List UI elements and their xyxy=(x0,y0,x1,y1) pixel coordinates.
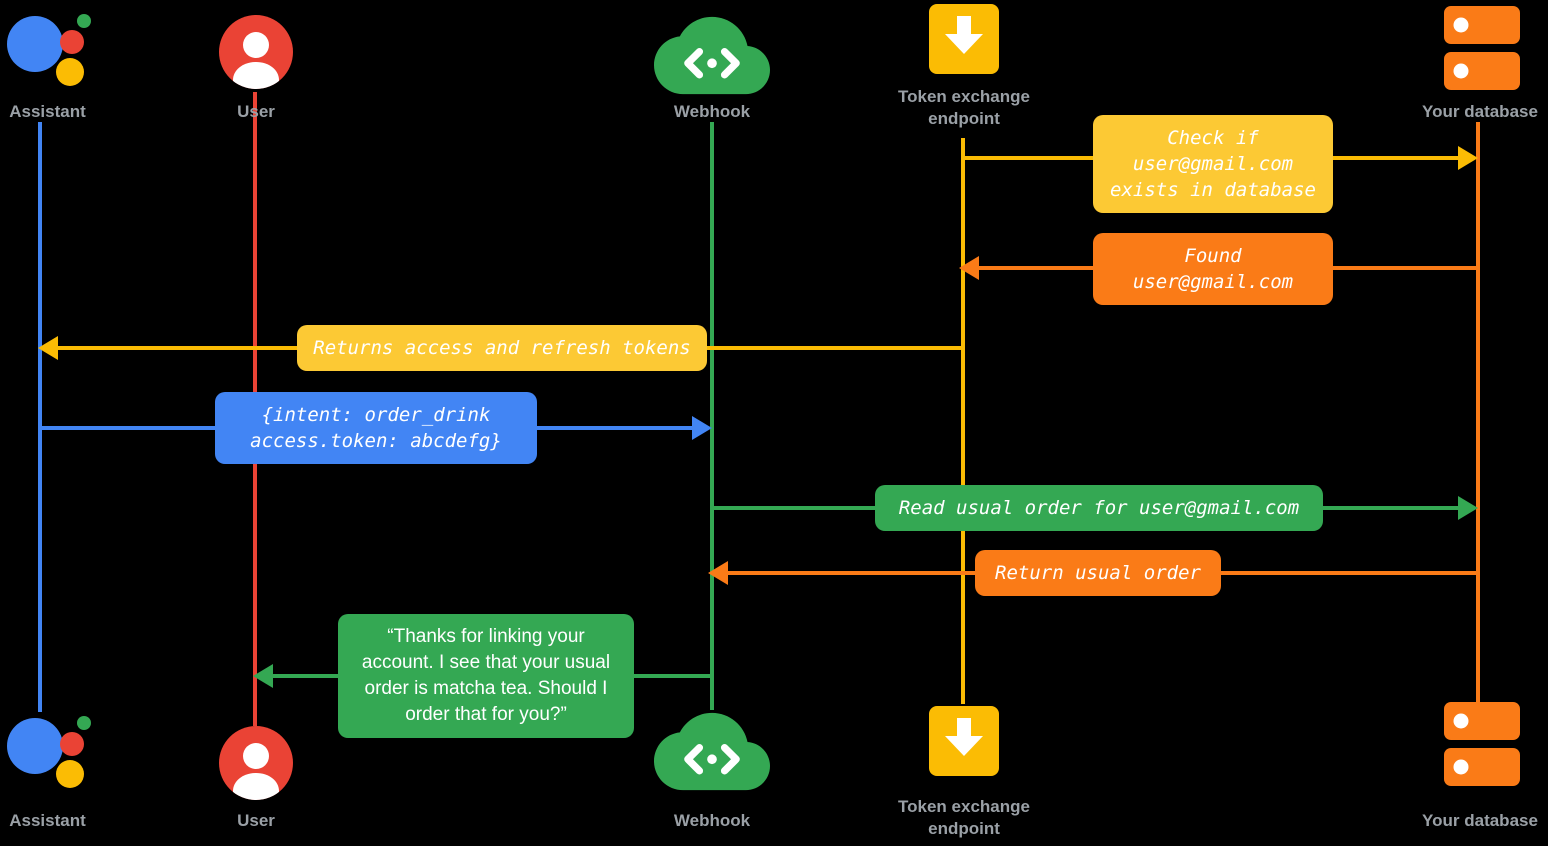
actor-label-token-endpoint: Token exchange endpoint xyxy=(898,797,1030,838)
token-exchange-icon xyxy=(927,2,1001,81)
message-return-order: Return usual order xyxy=(975,550,1221,596)
arrowhead-left-icon xyxy=(38,336,58,360)
arrowhead-left-icon xyxy=(253,664,273,688)
database-lifeline xyxy=(1476,122,1480,706)
arrowhead-left-icon xyxy=(708,561,728,585)
actor-label-webhook: Webhook xyxy=(673,811,751,830)
database-icon xyxy=(1444,702,1520,793)
actor-label-user: User xyxy=(237,811,275,830)
user-icon xyxy=(219,15,293,94)
user-icon xyxy=(219,726,293,805)
message-returns-tokens: Returns access and refresh tokens xyxy=(297,325,707,371)
webhook-cloud-icon xyxy=(654,12,770,104)
token-endpoint-lifeline xyxy=(961,138,965,704)
webhook-cloud-icon xyxy=(654,708,770,800)
actor-label-database: Your database xyxy=(1422,102,1538,121)
message-intent: {intent: order_drink access.token: abcde… xyxy=(215,392,537,464)
message-found: Found user@gmail.com xyxy=(1093,233,1333,305)
assistant-lifeline xyxy=(38,122,42,712)
message-read-order: Read usual order for user@gmail.com xyxy=(875,485,1323,531)
database-icon xyxy=(1444,6,1520,97)
actor-label-database: Your database xyxy=(1422,811,1538,830)
actor-label-assistant: Assistant xyxy=(9,102,86,121)
webhook-lifeline xyxy=(710,122,714,710)
actor-label-user: User xyxy=(237,102,275,121)
arrowhead-left-icon xyxy=(959,256,979,280)
arrowhead-right-icon xyxy=(1458,496,1478,520)
message-check-exists: Check if user@gmail.com exists in databa… xyxy=(1093,115,1333,213)
token-exchange-icon xyxy=(927,704,1001,783)
google-assistant-icon xyxy=(6,708,98,805)
arrowhead-right-icon xyxy=(1458,146,1478,170)
actor-label-token-endpoint: Token exchange endpoint xyxy=(898,87,1030,128)
actor-label-webhook: Webhook xyxy=(673,102,751,121)
actor-label-assistant: Assistant xyxy=(9,811,86,830)
message-assistant-quote: “Thanks for linking your account. I see … xyxy=(338,614,634,738)
google-assistant-icon xyxy=(6,6,98,103)
arrowhead-right-icon xyxy=(692,416,712,440)
